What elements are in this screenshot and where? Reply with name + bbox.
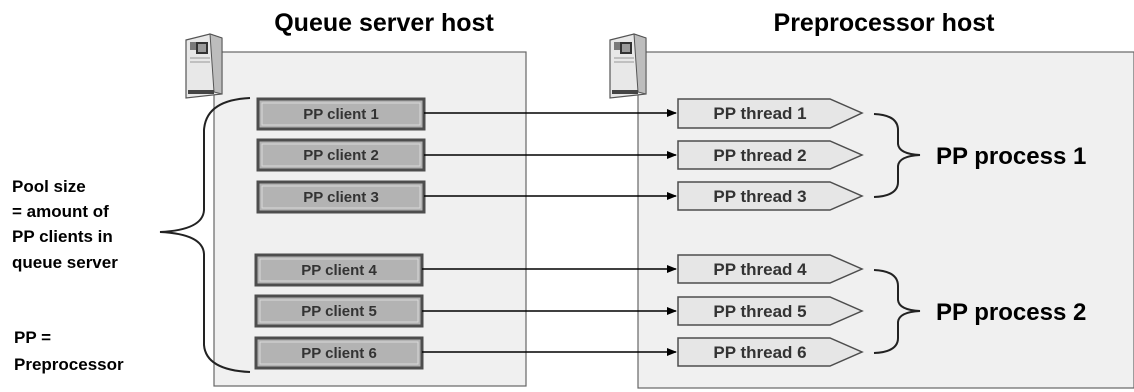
client-label: PP client 2 bbox=[303, 147, 379, 164]
svg-text:PP clients in: PP clients in bbox=[12, 227, 113, 246]
client-label: PP client 3 bbox=[303, 189, 379, 206]
client-3: PP client 3 bbox=[256, 180, 426, 214]
svg-text:Pool size: Pool size bbox=[12, 177, 86, 196]
thread-4: PP thread 4 bbox=[677, 254, 864, 284]
server-tower-icon bbox=[185, 33, 223, 99]
thread-label: PP thread 1 bbox=[713, 104, 806, 123]
queue-server-host-title: Queue server host bbox=[274, 9, 494, 37]
thread-3: PP thread 3 bbox=[677, 181, 864, 211]
client-5: PP client 5 bbox=[254, 294, 424, 328]
client-1: PP client 1 bbox=[256, 97, 426, 131]
preprocessor-host-title: Preprocessor host bbox=[774, 9, 996, 37]
pool-size-note: Pool size = amount of PP clients in queu… bbox=[12, 177, 118, 272]
thread-6: PP thread 6 bbox=[677, 337, 864, 367]
client-label: PP client 5 bbox=[301, 303, 377, 320]
thread-label: PP thread 2 bbox=[713, 146, 806, 165]
svg-text:= amount of: = amount of bbox=[12, 202, 109, 221]
process-1-brace bbox=[873, 113, 921, 198]
thread-2: PP thread 2 bbox=[677, 140, 864, 170]
client-6: PP client 6 bbox=[254, 336, 424, 370]
svg-text:PP =: PP = bbox=[14, 328, 51, 347]
client-label: PP client 1 bbox=[303, 106, 379, 123]
thread-5: PP thread 5 bbox=[677, 296, 864, 326]
svg-text:Preprocessor: Preprocessor bbox=[14, 355, 124, 374]
process-2-label: PP process 2 bbox=[936, 299, 1086, 326]
client-4: PP client 4 bbox=[254, 253, 424, 287]
process-1-label: PP process 1 bbox=[936, 143, 1086, 170]
process-2-brace bbox=[873, 269, 921, 354]
client-label: PP client 6 bbox=[301, 345, 377, 362]
client-2: PP client 2 bbox=[256, 138, 426, 172]
pool-size-brace bbox=[159, 97, 251, 373]
thread-1: PP thread 1 bbox=[677, 98, 864, 129]
thread-label: PP thread 6 bbox=[713, 343, 806, 362]
server-tower-icon bbox=[609, 33, 647, 99]
client-label: PP client 4 bbox=[301, 262, 377, 279]
thread-label: PP thread 4 bbox=[713, 260, 807, 279]
thread-label: PP thread 3 bbox=[713, 187, 806, 206]
svg-text:queue server: queue server bbox=[12, 253, 118, 272]
legend-note: PP = Preprocessor bbox=[14, 328, 124, 374]
thread-label: PP thread 5 bbox=[713, 302, 806, 321]
